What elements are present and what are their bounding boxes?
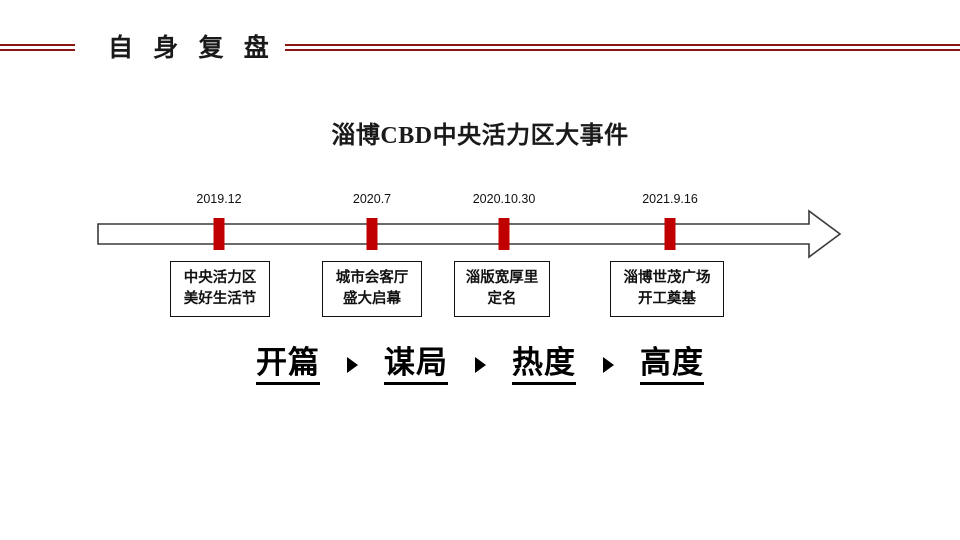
event-line-1: 中央活力区 [183,270,257,286]
timeline-marker [664,218,676,250]
timeline-marker [498,218,510,250]
event-line-2: 定名 [487,290,517,307]
timeline-date-label: 2019.12 [196,192,242,206]
timeline-event-box: 淄版宽厚里 定名 [454,261,550,318]
event-line-2: 开工奠基 [638,290,696,307]
event-line-2: 盛大启幕 [343,290,401,307]
timeline-arrow-icon [97,209,842,259]
phase-step-1: 开篇 [256,345,320,385]
chart-title: 淄博CBD中央活力区大事件 [331,123,629,149]
event-line-2: 美好生活节 [183,290,257,307]
play-triangle-icon [474,356,486,373]
event-line-1: 淄博世茂广场 [623,270,711,286]
timeline-date-label: 2020.10.30 [472,192,536,206]
timeline-event-box: 城市会客厅 盛大启幕 [322,261,422,318]
phase-step-4: 高度 [640,345,704,385]
phase-separator-2 [448,356,512,373]
event-line-1: 淄版宽厚里 [465,270,539,286]
timeline-marker [366,218,378,250]
timeline-event-box: 淄博世茂广场 开工奠基 [610,261,724,318]
timeline-event-box: 中央活力区 美好生活节 [170,261,270,318]
phase-step-3: 热度 [512,345,576,385]
event-line-1: 城市会客厅 [335,270,409,286]
play-triangle-icon [602,356,614,373]
phase-separator-3 [576,356,640,373]
timeline-date-label: 2020.7 [352,192,392,206]
page-title: 自 身 复 盘 [108,35,276,62]
phase-step-2: 谋局 [384,345,448,385]
play-triangle-icon [346,356,358,373]
phase-separator-1 [320,356,384,373]
timeline-date-label: 2021.9.16 [642,192,698,206]
slide-header: 自 身 复 盘 [0,0,960,90]
header-rule-right [285,44,960,53]
timeline-marker [213,218,225,250]
phase-steps: 开篇 谋局 热度 高度 [0,345,960,385]
header-rule-left [0,44,75,53]
